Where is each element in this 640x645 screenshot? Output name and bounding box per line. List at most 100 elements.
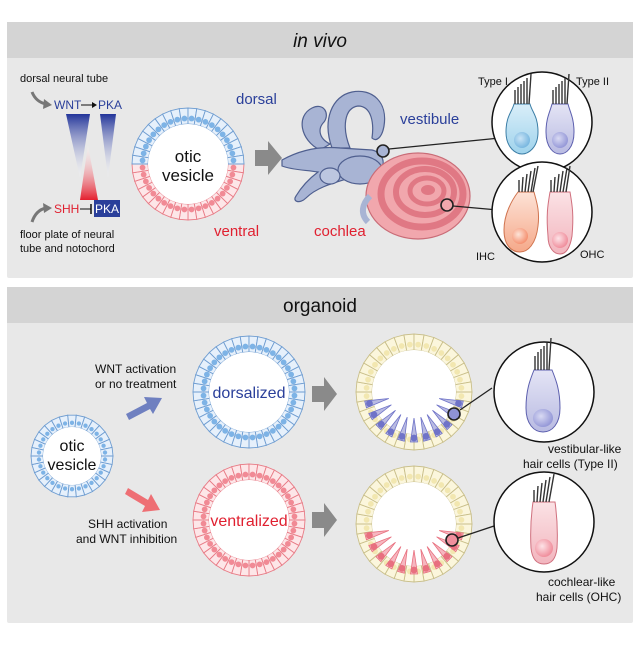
cell-nucleus [457,376,463,383]
cell-nucleus [150,131,157,138]
cochlear-like-label-2: hair cells (OHC) [536,590,621,604]
wnt-activates-pka-arrow [92,102,97,108]
cell-nucleus [383,482,390,488]
ventralization-arrow [125,488,160,512]
cell-nucleus [227,178,234,185]
cell-nucleus [242,471,249,478]
cell-nucleus [207,493,213,500]
cell-nucleus [201,378,208,385]
otic-label: otic [175,147,202,166]
organoid-hair-cell-nucleus [398,565,406,572]
cell-nucleus [98,470,103,475]
cell-nucleus [174,116,181,123]
cell-nucleus [372,493,378,500]
cell-nucleus [202,118,209,125]
wnt-gradient-wedge [66,114,90,178]
cell-nucleus [181,206,188,213]
cell-nucleus [200,392,207,399]
cell-nucleus [249,471,256,478]
cell-nucleus [45,476,50,481]
cell-nucleus [249,434,256,441]
wnt-activation-label-2: or no treatment [95,377,177,391]
cell-nucleus [363,516,370,523]
cochlea-label: cochlea [314,223,366,240]
stereocilia-type1 [514,73,532,105]
cell-nucleus [150,190,157,197]
vestibular-like-hair-cell-circle [493,337,595,443]
cell-nucleus [235,344,242,351]
cell-nucleus [377,355,384,362]
ihc-label: IHC [476,251,495,263]
cell-nucleus [256,433,263,440]
cell-nucleus [214,126,221,133]
cell-nucleus [242,343,249,350]
cell-nucleus [269,478,276,484]
vestibular-system [281,90,386,203]
cell-nucleus [89,426,94,432]
cell-nucleus [41,437,46,442]
cell-nucleus [457,508,463,515]
cell-nucleus [219,131,226,138]
cell-nucleus [101,464,106,469]
cell-nucleus [269,350,276,356]
cell-nucleus [275,482,282,489]
organoid-hair-cell-nucleus [387,560,395,568]
cell-nucleus [228,431,235,438]
cell-nucleus [256,344,263,351]
cell-nucleus [406,341,413,348]
shh-activation-label-2: and WNT inhibition [76,532,177,546]
cell-nucleus [275,354,282,361]
cochlear-like-label-1: cochlear-like [548,575,616,589]
cell-nucleus [202,203,209,210]
cell-nucleus [216,551,223,558]
cell-nucleus [219,190,226,197]
cell-nucleus [269,428,276,434]
organoid-hair-cell-nucleus [422,565,430,572]
cell-nucleus [181,115,188,122]
cochlea-callout-dot [440,198,454,212]
pka-label-bottom: PKA [95,202,119,216]
cell-nucleus [291,513,298,520]
cell-nucleus [98,437,103,442]
cell-nucleus [291,520,298,527]
stereocilia-ohc [550,165,571,193]
cell-nucleus [203,534,210,541]
cell-nucleus [391,477,397,484]
cell-nucleus [222,428,229,434]
organoid-hair-cell-nucleus [422,433,430,440]
cell-nucleus [211,418,218,425]
cell-nucleus [69,487,75,492]
cell-nucleus [62,486,68,491]
cell-nucleus [423,475,430,481]
cell-nucleus [36,457,42,462]
cochlear-like-hair-cell-circle [493,471,595,573]
organoid-hair-cell-nucleus [377,552,385,560]
cell-nucleus [458,525,465,532]
cell-nucleus [203,499,210,506]
cell-nucleus [285,493,291,500]
progression-arrow-ventral [312,503,337,537]
organoid-hair-cell-nucleus [377,420,385,428]
organoid-panel: organoid otic vesicle WNT activation or … [7,287,633,623]
cell-nucleus [208,122,215,128]
ventralized-vesicle: ventralized [192,463,306,577]
organoid-vesicle-label: vesicle [48,457,97,474]
organoid-hair-cell-nucleus [443,420,451,428]
cell-nucleus [398,475,405,481]
cell-nucleus [208,200,215,206]
cell-nucleus [155,126,162,133]
organoid-hair-cell-nucleus [410,566,418,574]
shh-activation-label-1: SHH activation [88,517,167,531]
type1-label: Type I [478,76,508,88]
cell-nucleus [235,433,242,440]
cell-nucleus [406,473,413,480]
vestibule-callout-dot [376,144,390,158]
cell-nucleus [280,418,287,425]
cell-nucleus [275,551,282,558]
cell-nucleus [290,378,297,385]
vesicle-label: vesicle [162,166,214,185]
cell-nucleus [207,365,213,372]
cell-nucleus [139,164,146,171]
cell-nucleus [249,343,256,350]
cell-nucleus [222,556,229,562]
